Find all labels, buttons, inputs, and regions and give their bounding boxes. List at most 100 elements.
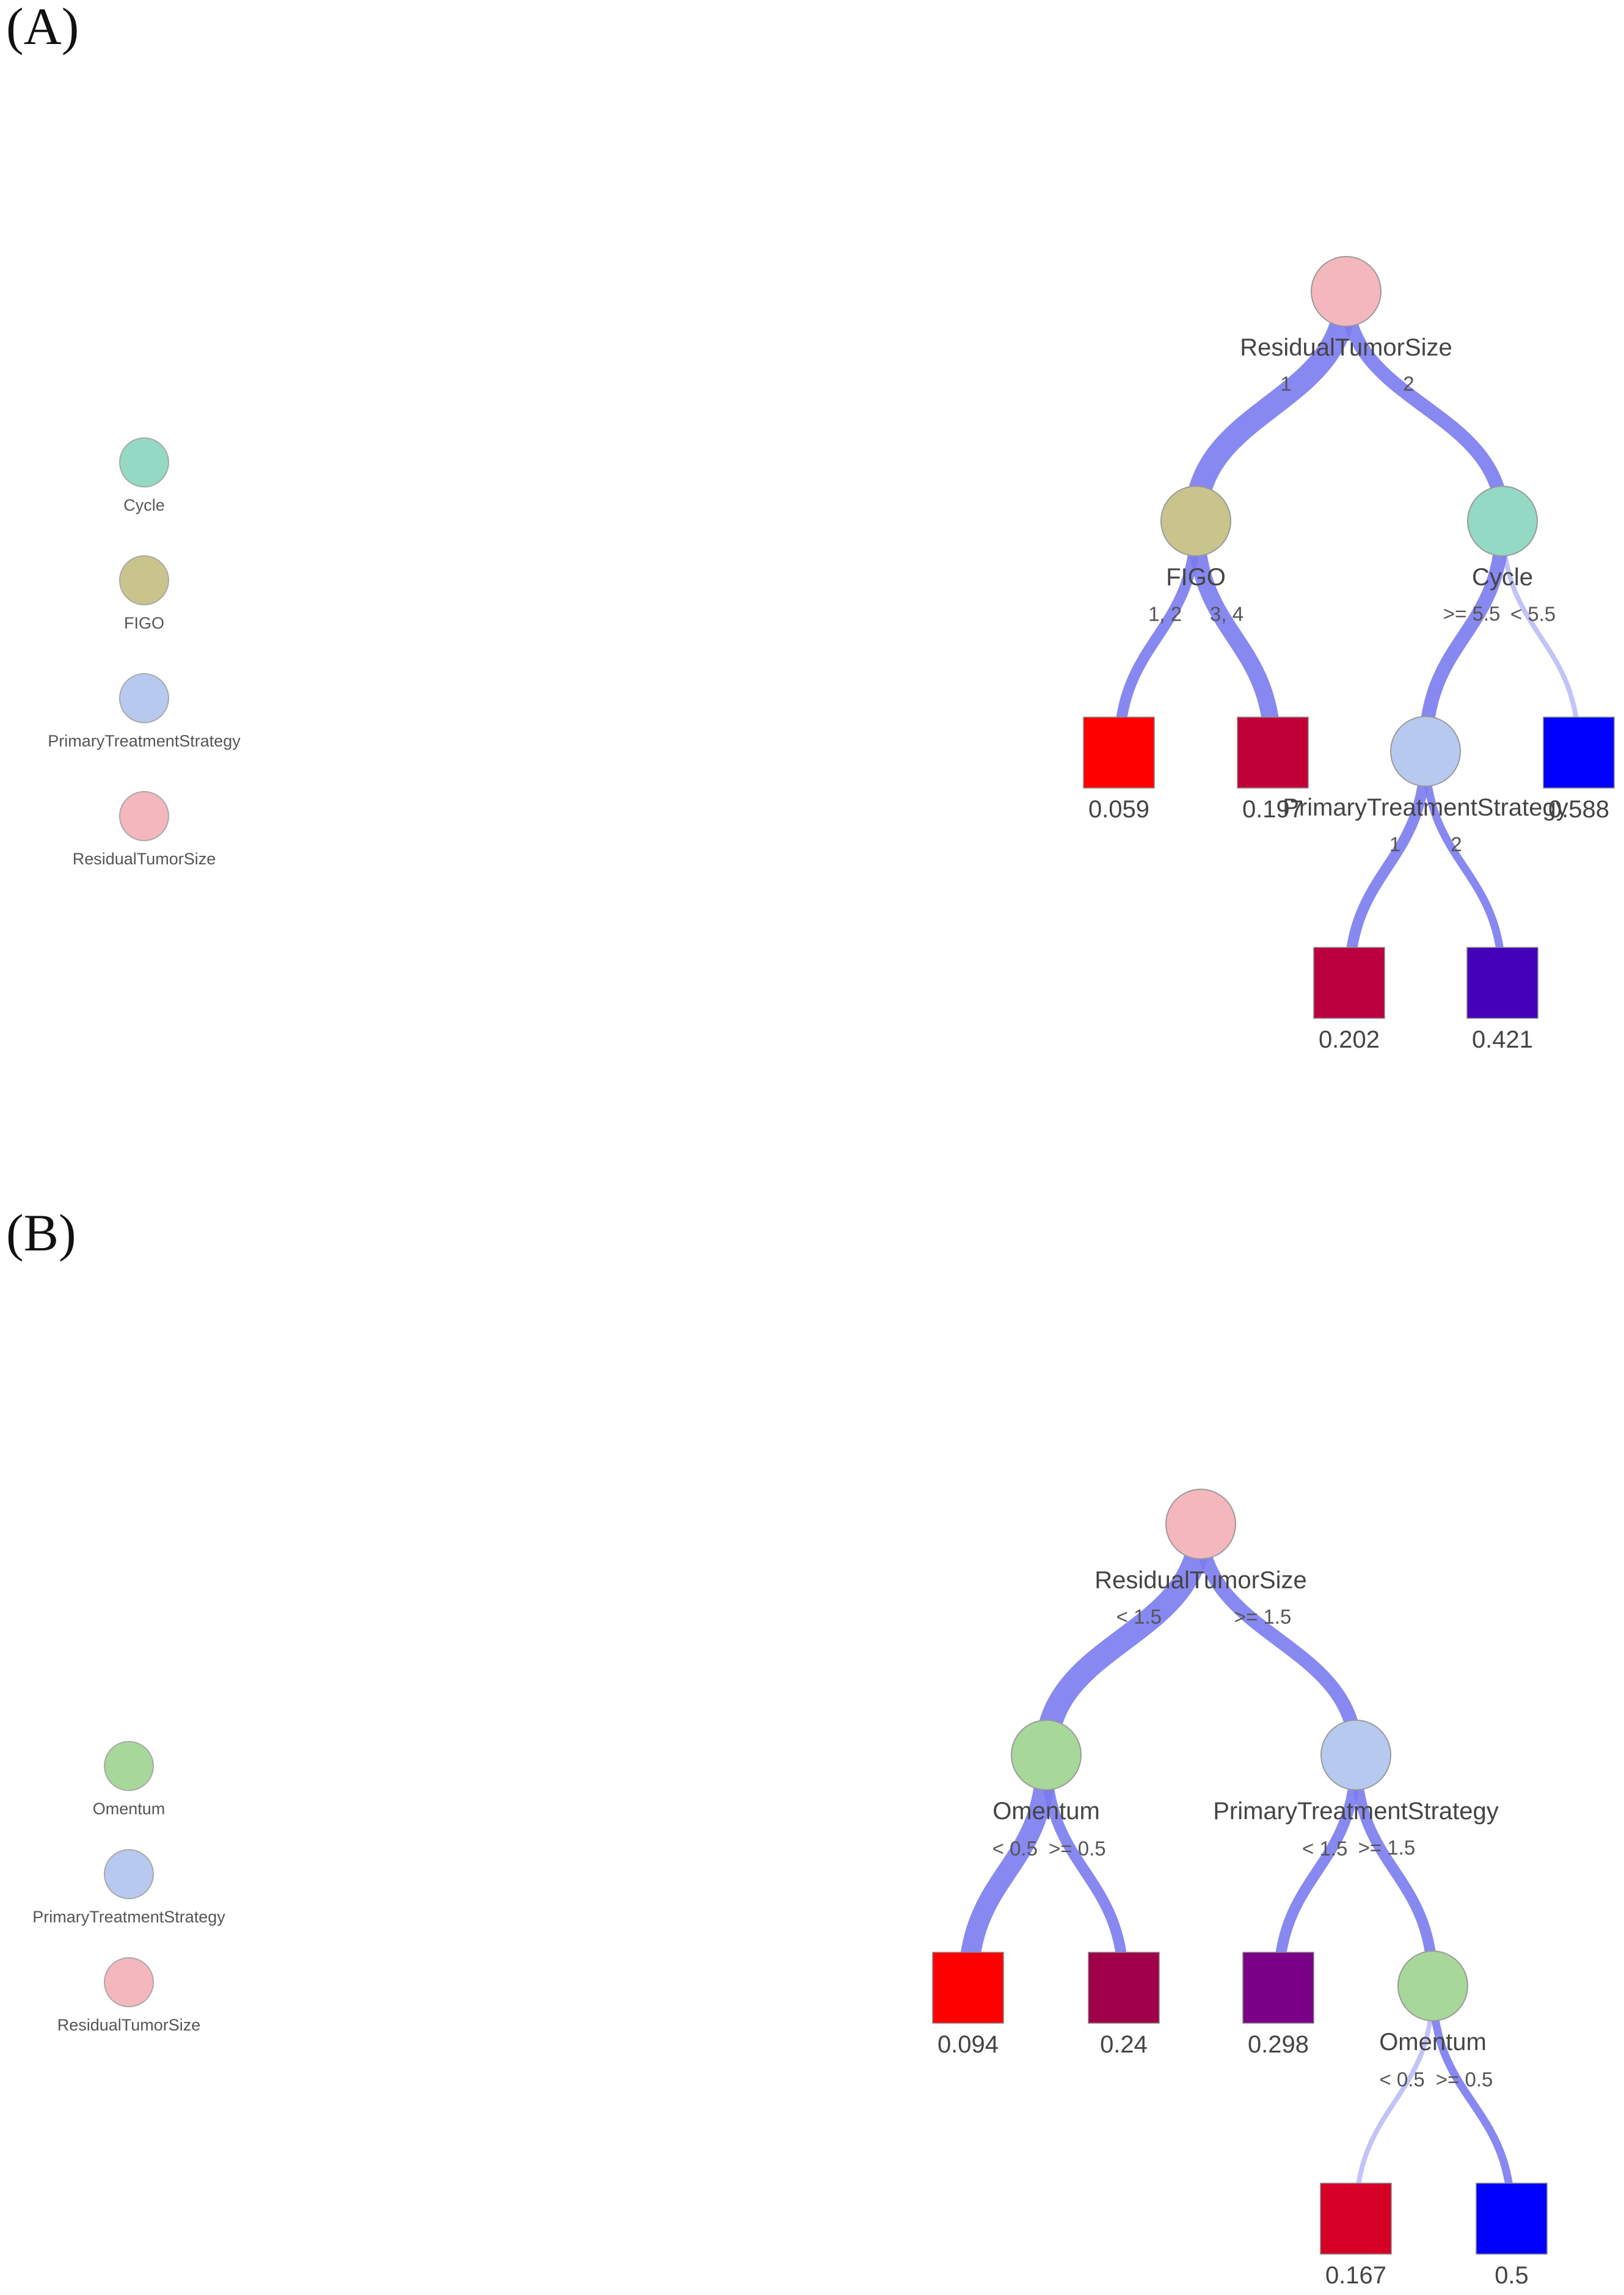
legend-item: PrimaryTreatmentStrategy — [48, 673, 241, 750]
legend-swatch — [104, 1741, 154, 1791]
legend-item: ResidualTumorSize — [57, 1957, 200, 2034]
tree-edge — [1500, 519, 1581, 755]
legend-swatch — [119, 555, 169, 605]
legend-swatch — [104, 1957, 154, 2007]
tree-edge — [1041, 1750, 1129, 1993]
leaf-value-label: 0.588 — [1548, 796, 1609, 823]
edge-label: < 5.5 — [1510, 603, 1556, 626]
leaf-node: 0.421 — [1466, 947, 1538, 1053]
edge-label: >= 1.5 — [1358, 1836, 1416, 1859]
edge-label: < 1.5 — [1116, 1605, 1162, 1628]
split-node-label: PrimaryTreatmentStrategy — [1283, 794, 1568, 821]
edge-label: >= 5.5 — [1443, 602, 1501, 625]
leaf-node-square — [1313, 947, 1385, 1019]
legend: OmentumPrimaryTreatmentStrategyResidualT… — [32, 1741, 225, 2034]
legend-label: Omentum — [93, 1800, 166, 1818]
split-node-label: ResidualTumorSize — [1094, 1567, 1307, 1594]
leaf-node: 0.24 — [1088, 1952, 1160, 2058]
panel-b-label: (B) — [6, 1203, 76, 1262]
split-node-label: Cycle — [1472, 564, 1533, 591]
split-node-circle — [1311, 256, 1382, 327]
legend-item: FIGO — [119, 555, 169, 632]
leaf-node-square — [1466, 947, 1538, 1019]
split-node: FIGO — [1160, 486, 1231, 591]
leaf-node: 0.197 — [1237, 717, 1309, 823]
leaf-node: 0.298 — [1242, 1952, 1314, 2058]
tree-edge — [1035, 1512, 1212, 1767]
leaf-value-label: 0.167 — [1325, 2262, 1386, 2289]
split-node-circle — [1397, 1950, 1468, 2021]
leaf-node-square — [1242, 1952, 1314, 2024]
tree-edge — [1184, 280, 1358, 533]
edge-label: < 0.5 — [1379, 2068, 1424, 2090]
leaf-value-label: 0.298 — [1248, 2031, 1309, 2058]
split-node: ResidualTumorSize — [1240, 256, 1452, 361]
split-node-circle — [1160, 486, 1231, 556]
panel-a: CycleFIGOPrimaryTreatmentStrategyResidua… — [48, 256, 1615, 1053]
leaf-value-label: 0.202 — [1319, 1026, 1380, 1053]
tree-edge — [1187, 513, 1281, 761]
split-node-circle — [1467, 486, 1538, 556]
split-node-circle — [1011, 1720, 1082, 1790]
tree-edge — [1350, 1750, 1438, 1991]
legend-swatch — [104, 1849, 154, 1899]
leaf-node-square — [1237, 717, 1309, 789]
split-node-label: FIGO — [1166, 564, 1226, 591]
leaf-node-square — [1543, 717, 1615, 789]
edge-label: >= 0.5 — [1049, 1837, 1106, 1859]
panel-a-label: (A) — [6, 0, 79, 56]
split-node-label: Omentum — [992, 1798, 1100, 1825]
leaf-node-square — [1320, 2183, 1392, 2255]
leaf-node: 0.202 — [1313, 947, 1385, 1053]
edge-label: >= 0.5 — [1436, 2068, 1493, 2090]
split-node: ResidualTumorSize — [1094, 1489, 1307, 1594]
edge-label: 1 — [1389, 833, 1400, 856]
leaf-value-label: 0.197 — [1242, 796, 1303, 823]
leaf-node-square — [1088, 1952, 1160, 2024]
legend-swatch — [119, 437, 169, 487]
leaf-node: 0.167 — [1320, 2183, 1392, 2289]
tree-edge — [1429, 1982, 1516, 2223]
leaf-node: 0.588 — [1543, 717, 1615, 823]
split-node-circle — [1390, 716, 1461, 787]
legend-item: Cycle — [119, 437, 169, 514]
legend-item: ResidualTumorSize — [73, 791, 216, 868]
legend-swatch — [119, 791, 169, 841]
split-node: Cycle — [1467, 486, 1538, 591]
edge-label: 1 — [1280, 372, 1291, 395]
leaf-value-label: 0.094 — [938, 2031, 999, 2058]
tree-edge — [958, 1745, 1057, 1998]
split-node-label: Omentum — [1379, 2029, 1487, 2056]
leaf-node: 0.5 — [1476, 2183, 1548, 2289]
split-node: Omentum — [1379, 1950, 1487, 2056]
leaf-node-square — [1476, 2183, 1548, 2255]
legend-label: Cycle — [123, 496, 165, 514]
legend-item: PrimaryTreatmentStrategy — [32, 1849, 225, 1926]
tree-edge — [1344, 746, 1431, 988]
tree-edge — [1339, 284, 1510, 528]
legend-label: PrimaryTreatmentStrategy — [32, 1908, 225, 1926]
tree-edge — [1353, 1983, 1435, 2221]
tree-edge — [1273, 1750, 1361, 1993]
split-node: Omentum — [992, 1720, 1100, 1825]
leaf-node-square — [932, 1952, 1004, 2024]
edge-label: >= 1.5 — [1234, 1605, 1292, 1628]
legend-item: Omentum — [93, 1741, 166, 1818]
panel-b: OmentumPrimaryTreatmentStrategyResidualT… — [32, 1489, 1548, 2289]
leaf-node: 0.059 — [1083, 717, 1155, 823]
split-node-label: PrimaryTreatmentStrategy — [1213, 1798, 1499, 1825]
edge-label: 2 — [1451, 833, 1462, 856]
leaf-value-label: 0.5 — [1495, 2262, 1529, 2289]
split-node: PrimaryTreatmentStrategy — [1213, 1720, 1499, 1825]
legend-label: PrimaryTreatmentStrategy — [48, 732, 241, 750]
edge-label: < 0.5 — [992, 1837, 1038, 1859]
tree-edge — [1418, 514, 1510, 759]
leaf-node-square — [1083, 717, 1155, 789]
legend-label: FIGO — [124, 614, 164, 632]
edge-label: < 1.5 — [1302, 1837, 1347, 1859]
split-node-circle — [1320, 1720, 1391, 1790]
split-node-circle — [1165, 1489, 1236, 1560]
